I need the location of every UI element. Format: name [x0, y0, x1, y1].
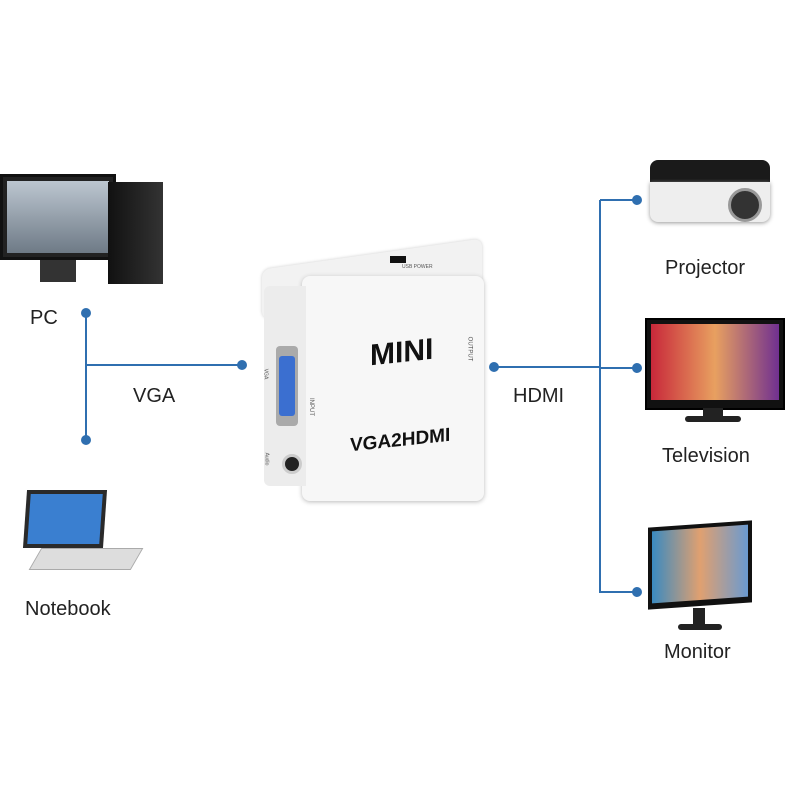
usb-port — [390, 256, 406, 263]
hdmi-line — [494, 366, 600, 368]
notebook-image — [20, 490, 144, 575]
projector-label: Projector — [665, 257, 746, 279]
monitor-image — [648, 520, 758, 635]
pc-stand — [40, 260, 76, 282]
hdmi-label: HDMI — [513, 385, 565, 407]
vga-label: VGA — [133, 385, 176, 407]
audio-jack — [282, 454, 302, 474]
pc-label: PC — [30, 307, 58, 329]
television-image — [645, 318, 785, 428]
audio-label: Audio — [263, 452, 270, 466]
notebook-keyboard — [28, 548, 144, 570]
projector-branch-line — [600, 199, 637, 201]
box-front — [302, 276, 484, 501]
pc-connector-dot — [81, 308, 91, 318]
pc-notebook-line — [85, 313, 87, 441]
brand-label: MINI — [370, 332, 434, 373]
input-label: INPUT — [308, 398, 314, 416]
notebook-screen — [22, 490, 108, 548]
notebook-connector-dot — [81, 435, 91, 445]
vga-port-label: VGA — [262, 368, 269, 380]
pc-tower — [108, 182, 163, 284]
notebook-label: Notebook — [25, 598, 111, 620]
vga-line — [86, 364, 242, 366]
monitor-branch-line — [600, 591, 637, 593]
vga-input-dot — [237, 360, 247, 370]
usb-power-label: USB POWER — [402, 264, 433, 270]
monitor-dot — [632, 587, 642, 597]
projector-image — [650, 152, 772, 232]
television-branch-line — [600, 367, 637, 369]
projector-lens — [728, 188, 762, 222]
hdmi-output-dot — [489, 362, 499, 372]
projector-dot — [632, 195, 642, 205]
pc-monitor — [0, 174, 116, 260]
output-trunk-line — [599, 200, 601, 593]
vga2hdmi-converter: USB POWER VGA Audio INPUT OUTPUT MINI VG… — [262, 236, 486, 506]
output-label: OUTPUT — [466, 336, 473, 362]
pc-image — [0, 172, 165, 287]
television-label: Television — [662, 445, 750, 467]
vga-port — [276, 346, 298, 426]
monitor-label: Monitor — [664, 641, 731, 663]
television-dot — [632, 363, 642, 373]
